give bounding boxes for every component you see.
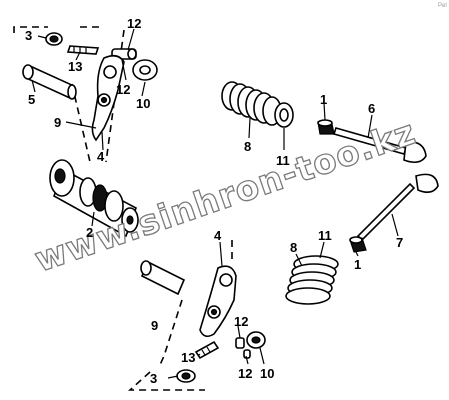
lower-rocker-arm: [199, 265, 237, 338]
part-label-10-lower: 10: [260, 366, 274, 381]
lower-rocker-shaft: [140, 260, 186, 296]
lower-adjust-screw: [194, 340, 220, 360]
part-label-9-upper: 9: [54, 115, 61, 130]
part-label-6: 6: [368, 101, 375, 116]
corner-mark: Pel: [438, 3, 447, 9]
part-label-11-upper: 11: [276, 153, 290, 168]
upper-rocker-arm: [91, 54, 125, 142]
part-label-10-upper: 10: [136, 96, 150, 111]
camshaft: [49, 159, 139, 238]
part-label-1-upper: 1: [320, 92, 327, 107]
part-label-7: 7: [396, 235, 403, 250]
lower-rocker-nut: [176, 369, 196, 383]
part-label-3-upper: 3: [25, 28, 32, 43]
part-label-8-upper: 8: [244, 139, 251, 154]
part-label-4-lower: 4: [214, 228, 222, 243]
part-label-12-lower-bottom: 12: [238, 366, 252, 381]
part-label-12-lower-mid: 12: [234, 314, 248, 329]
valve-keeper-lower: [349, 236, 367, 253]
part-label-12-upper-mid: 12: [116, 82, 130, 97]
spring-retainer-upper: [274, 102, 294, 128]
part-label-13-lower: 13: [181, 350, 195, 365]
valve-keeper-upper: [317, 119, 335, 135]
part-label-1-lower: 1: [354, 257, 361, 272]
part-label-12-upper-top: 12: [127, 16, 141, 31]
upper-adjust-screw: [66, 45, 100, 55]
lower-washer: [246, 331, 266, 349]
part-label-11-lower: 11: [318, 228, 332, 243]
upper-washer: [132, 59, 158, 81]
part-label-9-lower: 9: [151, 318, 158, 333]
part-label-13-upper: 13: [68, 59, 82, 74]
valve-spring-lower: [285, 255, 339, 305]
part-label-8-lower: 8: [290, 240, 297, 255]
part-label-5: 5: [28, 92, 35, 107]
lower-assembly-outline: [127, 240, 233, 391]
part-label-2-camshaft: 2: [86, 225, 93, 240]
upper-rocker-nut: [45, 32, 63, 46]
part-label-3-lower: 3: [150, 371, 157, 386]
leader-lines: [31, 28, 399, 379]
intake-valve: [356, 173, 439, 242]
valve-spring-upper: [221, 81, 282, 126]
exhaust-valve: [332, 127, 427, 164]
upper-rocker-shaft: [22, 64, 77, 100]
part-label-4-upper: 4: [97, 149, 105, 164]
part-number-labels: 3 12 13 12 10 5 9 4 2 8 11 1 6 7 1 8 11 …: [25, 16, 403, 386]
